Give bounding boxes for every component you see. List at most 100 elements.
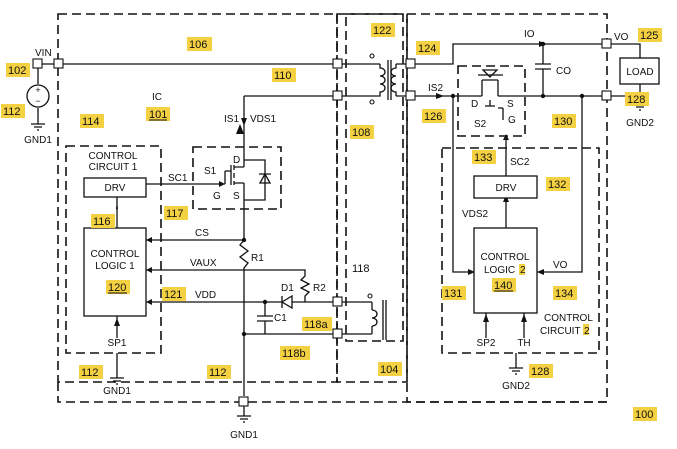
ref-116: 116 xyxy=(93,216,111,228)
label-cc2-number: 2 xyxy=(584,326,590,337)
label-load: LOAD xyxy=(626,67,653,78)
label-cl1-line2: LOGIC 1 xyxy=(95,261,135,272)
label-io: IO xyxy=(524,29,535,40)
ref-126: 126 xyxy=(424,111,442,123)
ref-118: 118 xyxy=(352,263,370,275)
ref-128b: 128 xyxy=(531,366,549,378)
secondary-boundary xyxy=(406,13,608,403)
tag-140 xyxy=(492,278,516,292)
label-s1-source: S xyxy=(233,191,240,202)
ref-118b: 118b xyxy=(282,348,306,360)
tag-121 xyxy=(162,287,186,301)
sc1-wire xyxy=(146,171,226,185)
ref-100: 100 xyxy=(635,409,653,421)
label-gnd1-bottom: GND1 xyxy=(230,430,258,441)
label-cl2-line2: LOGIC xyxy=(484,265,515,276)
junction-co-top xyxy=(540,41,546,47)
terminal-sec-top xyxy=(405,58,416,69)
sc2-arrow xyxy=(503,134,509,140)
terminal-vin-src xyxy=(32,58,43,69)
label-sp1: SP1 xyxy=(108,338,127,349)
tag-128a xyxy=(625,92,649,106)
label-sc2: SC2 xyxy=(510,157,530,168)
label-s2: S2 xyxy=(474,119,487,130)
terminal-sec-bottom xyxy=(405,90,416,101)
ref-134: 134 xyxy=(555,288,573,300)
terminal-118a xyxy=(332,296,343,307)
aux-polarity-dot xyxy=(367,293,373,299)
tag-106 xyxy=(187,37,212,51)
label-c1: C1 xyxy=(274,313,287,324)
ref-106: 106 xyxy=(189,39,207,51)
ref-125: 125 xyxy=(640,30,658,42)
s1-diode-symbol xyxy=(258,172,272,184)
tag-110 xyxy=(272,68,296,82)
ref-108: 108 xyxy=(352,127,370,139)
label-cl2-line1: CONTROL xyxy=(481,252,530,263)
junction-c1 xyxy=(262,299,268,305)
label-ic: IC xyxy=(152,92,162,103)
terminal-vo xyxy=(601,38,612,49)
label-cc2-line1: CONTROL xyxy=(544,313,593,324)
ref-121: 121 xyxy=(164,289,182,301)
label-is2: IS2 xyxy=(428,83,443,94)
resistor-r1 xyxy=(238,239,250,396)
gnd1-source-symbol xyxy=(31,123,45,131)
label-d1: D1 xyxy=(281,283,294,294)
tag-122 xyxy=(371,23,395,37)
tag-126 xyxy=(422,109,446,123)
ref-122: 122 xyxy=(373,25,391,37)
tag-104 xyxy=(378,362,402,376)
cs-arrow xyxy=(146,237,152,243)
tag-117 xyxy=(164,206,188,220)
ref-117: 117 xyxy=(166,208,184,220)
ref-110: 110 xyxy=(274,70,292,82)
label-sc1: SC1 xyxy=(168,173,188,184)
secondary-winding xyxy=(390,64,397,96)
label-cc1-line1: CONTROL xyxy=(89,151,138,162)
junction-cs xyxy=(241,237,247,243)
source-minus: − xyxy=(35,96,40,106)
capacitor-co xyxy=(535,44,551,96)
drv1-block xyxy=(83,177,147,198)
is2-sense-wire xyxy=(452,96,474,273)
tag-101 xyxy=(146,107,170,121)
label-co: CO xyxy=(556,66,571,77)
vo-in-arrow xyxy=(537,269,544,275)
s2-body-diode xyxy=(478,69,503,78)
tag-130 xyxy=(552,114,576,128)
ref-140: 140 xyxy=(494,280,512,292)
tag-circuit2-num xyxy=(583,324,589,335)
terminal-ic-vin xyxy=(332,58,343,69)
label-r2: R2 xyxy=(313,283,326,294)
drv1-arrow xyxy=(116,201,118,209)
tag-134 xyxy=(553,286,577,300)
vo-sense-wire xyxy=(537,96,583,273)
ref-118a: 118a xyxy=(304,319,329,331)
switch-s2-boundary xyxy=(457,65,526,137)
label-th: TH xyxy=(517,338,530,349)
label-vds1: VDS1 xyxy=(250,114,277,125)
tag-100 xyxy=(633,407,657,421)
label-gnd2-cc: GND2 xyxy=(502,381,530,392)
tag-118b xyxy=(280,346,310,360)
ref-133: 133 xyxy=(474,152,492,164)
ref-102: 102 xyxy=(8,65,26,77)
gnd1-cc-symbol xyxy=(110,353,124,385)
ref-112c: 112 xyxy=(209,367,227,379)
label-cl2-number: 2 xyxy=(520,265,526,276)
vds1-arrow xyxy=(236,124,244,134)
s1-body-diode-loop xyxy=(244,159,266,201)
tag-108 xyxy=(350,125,374,139)
label-drv1: DRV xyxy=(105,183,126,194)
label-cs: CS xyxy=(195,228,209,239)
junction-co-bottom xyxy=(540,93,546,99)
is2-arrow xyxy=(436,93,444,99)
terminal-ic-sw xyxy=(332,90,343,101)
source-plus: + xyxy=(35,85,40,95)
ref-104: 104 xyxy=(380,364,398,376)
tag-133 xyxy=(472,150,496,164)
ref-128a: 128 xyxy=(627,94,645,106)
load-block xyxy=(619,57,660,85)
